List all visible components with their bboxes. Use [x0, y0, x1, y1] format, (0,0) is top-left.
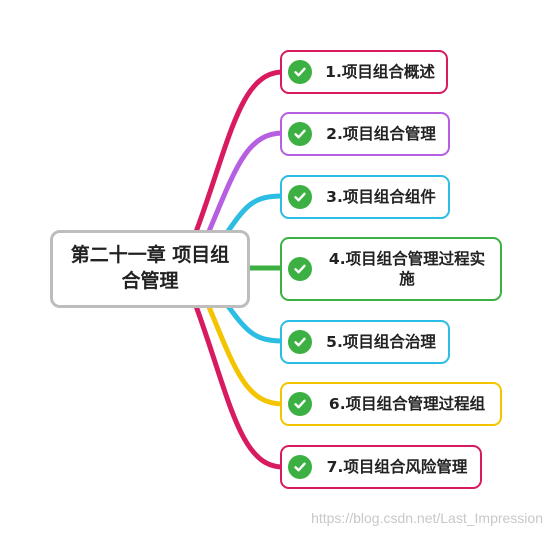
branch-label: 6.项目组合管理过程组 — [328, 394, 486, 413]
branch-label: 5.项目组合治理 — [326, 332, 436, 351]
branch-node-4[interactable]: 4.项目组合管理过程实施 — [280, 237, 502, 301]
check-circle-icon — [288, 330, 312, 354]
check-circle-icon — [288, 392, 312, 416]
branch-label: 2.项目组合管理 — [326, 124, 436, 143]
connector-branch-7 — [193, 303, 286, 470]
branch-label: 3.项目组合组件 — [326, 187, 436, 206]
branch-node-5[interactable]: 5.项目组合治理 — [280, 320, 450, 364]
branch-node-7[interactable]: 7.项目组合风险管理 — [280, 445, 482, 489]
branch-label: 4.项目组合管理过程实施 — [328, 249, 486, 288]
connector-branch-1 — [193, 69, 286, 235]
branch-node-6[interactable]: 6.项目组合管理过程组 — [280, 382, 502, 426]
branch-label: 1.项目组合概述 — [325, 62, 435, 81]
check-circle-icon — [288, 60, 312, 84]
branch-node-3[interactable]: 3.项目组合组件 — [280, 175, 450, 219]
branch-node-2[interactable]: 2.项目组合管理 — [280, 112, 450, 156]
root-label: 第二十一章 项目组合管理 — [70, 244, 230, 292]
watermark: https://blog.csdn.net/Last_Impression — [311, 510, 543, 526]
connector-branch-2 — [204, 130, 286, 239]
check-circle-icon — [288, 185, 312, 209]
branch-label: 7.项目组合风险管理 — [326, 457, 468, 476]
root-node[interactable]: 第二十一章 项目组合管理 — [50, 230, 250, 308]
branch-node-1[interactable]: 1.项目组合概述 — [280, 50, 448, 94]
check-circle-icon — [288, 455, 312, 479]
check-circle-icon — [288, 122, 312, 146]
connector-branch-6 — [204, 299, 286, 407]
check-circle-icon — [288, 257, 312, 281]
